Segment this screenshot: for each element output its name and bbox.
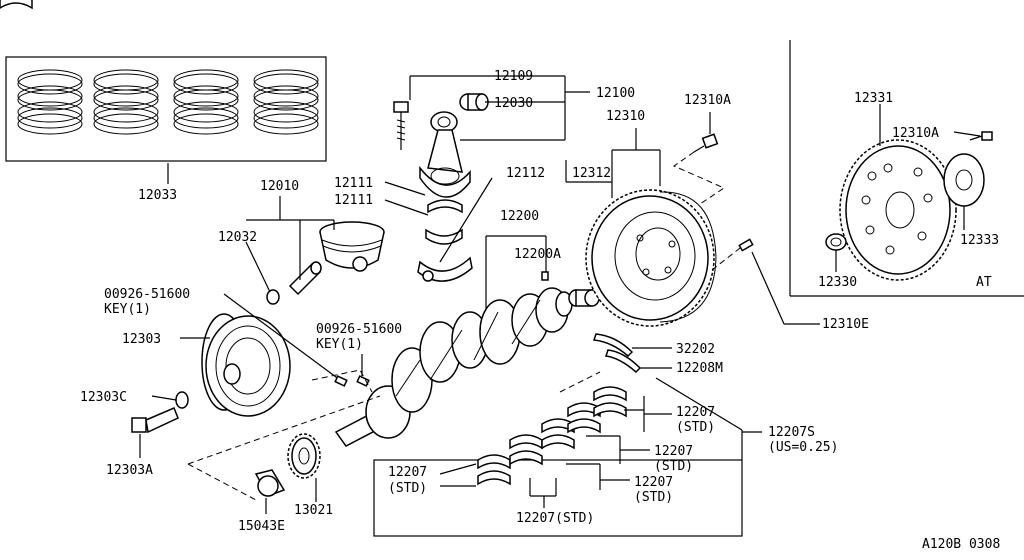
main-bearings-frame xyxy=(373,459,743,537)
pulley-bolt-icon[interactable] xyxy=(131,407,179,434)
bolt-icon[interactable] xyxy=(393,101,409,150)
connecting-rod-icon[interactable] xyxy=(419,111,471,198)
label-12303: 12303 xyxy=(122,332,161,347)
label-std-r1: (STD) xyxy=(676,420,715,435)
label-12207-r1: 12207 xyxy=(676,405,715,420)
label-12310A-top: 12310A xyxy=(684,93,731,108)
bolt-icon[interactable] xyxy=(693,133,719,153)
snap-ring-icon[interactable] xyxy=(266,289,280,305)
sprocket-icon[interactable] xyxy=(287,433,321,479)
label-key-a: KEY(1) xyxy=(104,302,151,317)
piston-rings-icon[interactable] xyxy=(17,69,319,135)
label-12100: 12100 xyxy=(596,86,635,101)
label-12111-a: 12111 xyxy=(334,176,373,191)
label-12112: 12112 xyxy=(506,166,545,181)
label-00926-b: 00926-51600 xyxy=(316,322,402,337)
crankshaft-icon[interactable] xyxy=(334,287,573,447)
label-12207S: 12207S xyxy=(768,425,815,440)
piston-icon[interactable] xyxy=(319,221,385,272)
label-12200: 12200 xyxy=(500,209,539,224)
label-at: AT xyxy=(976,275,992,290)
label-12109: 12109 xyxy=(494,69,533,84)
label-12207-r2: 12207 xyxy=(654,444,693,459)
label-12010: 12010 xyxy=(260,179,299,194)
reinforcement-plate-icon[interactable] xyxy=(943,153,985,207)
oil-seal-icon[interactable] xyxy=(254,469,286,497)
label-15043E: 15043E xyxy=(238,519,285,534)
spacer-icon[interactable] xyxy=(825,233,847,251)
washer-icon[interactable] xyxy=(175,391,189,409)
rod-cap-icon[interactable] xyxy=(417,256,473,282)
label-us025: (US=0.25) xyxy=(768,440,838,455)
label-12310E: 12310E xyxy=(822,317,869,332)
label-12200A: 12200A xyxy=(514,247,561,262)
label-12208M: 12208M xyxy=(676,361,723,376)
label-12310A-at: 12310A xyxy=(892,126,939,141)
label-std-l: (STD) xyxy=(388,481,427,496)
label-std-r2: (STD) xyxy=(654,459,693,474)
small-end-bush-icon[interactable] xyxy=(459,93,489,111)
piston-rings-frame xyxy=(5,56,327,162)
flywheel-icon[interactable] xyxy=(585,189,717,327)
pilot-bearing-icon[interactable] xyxy=(592,333,642,374)
label-12030: 12030 xyxy=(494,96,533,111)
label-12207-bottom: 12207(STD) xyxy=(516,511,594,526)
label-12207-r3: 12207 xyxy=(634,475,673,490)
label-00926-a: 00926-51600 xyxy=(104,287,190,302)
label-12333: 12333 xyxy=(960,233,999,248)
label-12312: 12312 xyxy=(572,166,611,181)
label-12330: 12330 xyxy=(818,275,857,290)
label-std-r3: (STD) xyxy=(634,490,673,505)
dowel-pin-icon[interactable] xyxy=(738,238,754,252)
pulley-icon[interactable] xyxy=(201,313,291,417)
label-12032: 12032 xyxy=(218,230,257,245)
diagram-code: A120B 0308 xyxy=(922,537,1000,552)
bearing-shell-icon[interactable] xyxy=(425,199,463,245)
crank-bush-icon[interactable] xyxy=(568,289,600,307)
label-12303A: 12303A xyxy=(106,463,153,478)
piston-pin-icon[interactable] xyxy=(288,261,322,296)
label-key-b: KEY(1) xyxy=(316,337,363,352)
drive-plate-icon[interactable] xyxy=(839,139,957,281)
bolt-icon[interactable] xyxy=(969,131,993,141)
bearing-shell-icon[interactable] xyxy=(0,0,627,485)
label-12310: 12310 xyxy=(606,109,645,124)
label-12331: 12331 xyxy=(854,91,893,106)
label-12033: 12033 xyxy=(138,188,177,203)
label-13021: 13021 xyxy=(294,503,333,518)
label-12303C: 12303C xyxy=(80,390,127,405)
label-12111-b: 12111 xyxy=(334,193,373,208)
label-12207-l: 12207 xyxy=(388,465,427,480)
label-32202: 32202 xyxy=(676,342,715,357)
